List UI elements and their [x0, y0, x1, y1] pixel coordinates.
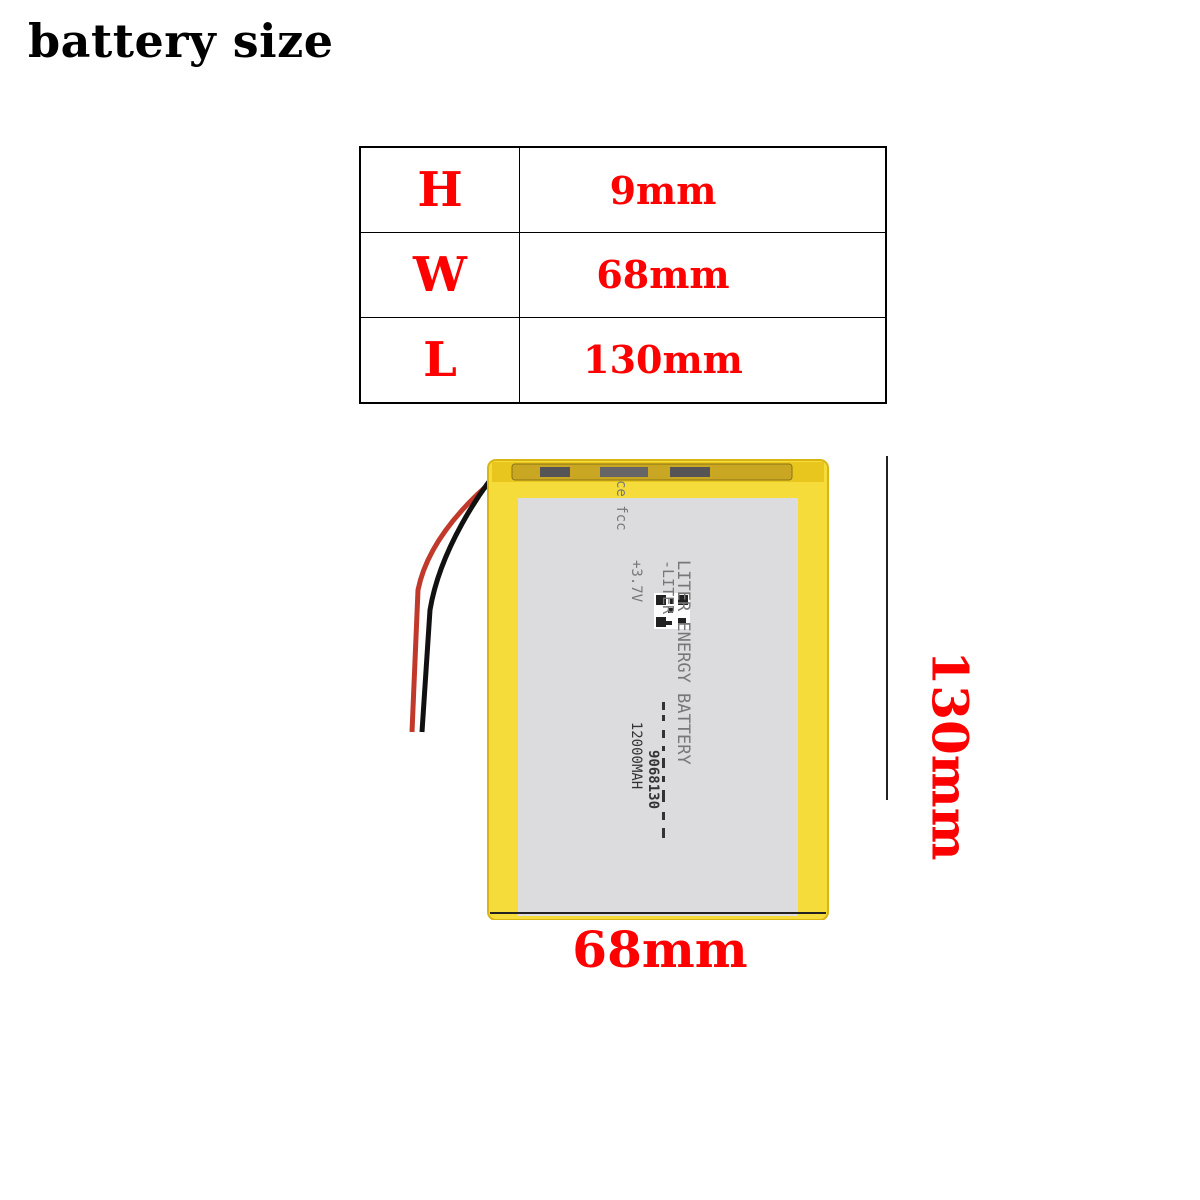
- dimension-table: H 9mm W 68mm L 130mm: [359, 146, 887, 404]
- spec-key-w: W: [359, 232, 520, 318]
- length-label: 130mm: [880, 635, 1020, 875]
- chip: [600, 467, 648, 477]
- width-dimension-line: [490, 912, 826, 914]
- label-cert-marks: ce fcc: [613, 480, 629, 531]
- label-model: 9068130: [645, 750, 661, 810]
- spec-value-l: 130mm: [519, 316, 887, 404]
- battery-face: [518, 498, 798, 916]
- battery-illustration: [409, 459, 829, 921]
- table-row: W 68mm: [359, 232, 887, 318]
- spec-value-w: 68mm: [519, 232, 887, 318]
- chip: [540, 467, 570, 477]
- table-row: H 9mm: [359, 146, 887, 234]
- chip: [670, 467, 710, 477]
- barcode: [662, 702, 665, 838]
- length-value: 130mm: [920, 649, 980, 861]
- label-brand: LITER ENERGY BATTERY: [673, 560, 693, 765]
- battery-label: LITER ENERGY BATTERY -LITER 9068130 +3.7…: [613, 480, 693, 810]
- qr-code: [654, 593, 690, 629]
- label-row: +3.7V 12000MAH: [628, 560, 645, 809]
- spec-key-h: H: [359, 146, 520, 234]
- page-title: battery size: [28, 14, 334, 68]
- spec-key-l: L: [359, 316, 520, 404]
- table-row: L 130mm: [359, 316, 887, 404]
- label-voltage: +3.7V: [628, 560, 644, 603]
- battery-image: [400, 440, 850, 921]
- length-dimension-line: [886, 456, 888, 800]
- spec-value-h: 9mm: [519, 146, 887, 234]
- width-label: 68mm: [572, 920, 748, 979]
- label-capacity: 12000MAH: [628, 721, 644, 790]
- protection-board: [511, 463, 793, 481]
